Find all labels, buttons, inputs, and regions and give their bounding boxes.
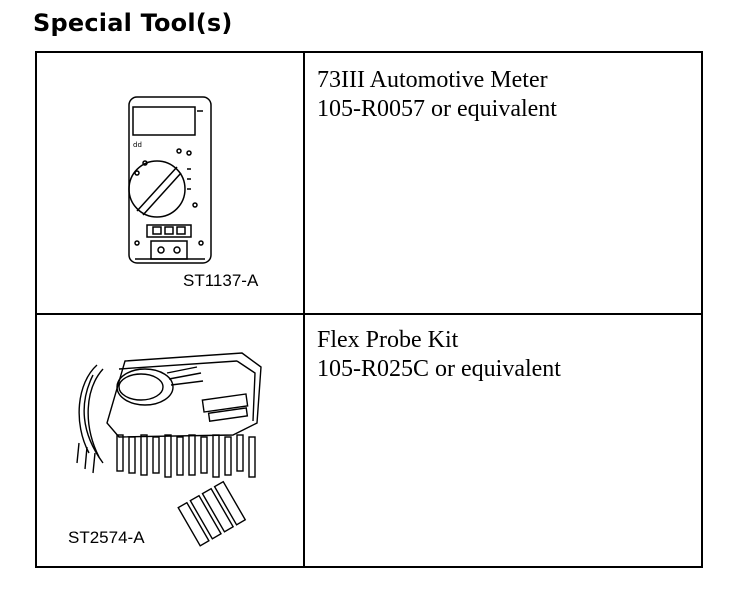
table-row: dd xyxy=(37,53,701,315)
svg-text:dd: dd xyxy=(133,141,142,149)
column-divider xyxy=(303,313,305,566)
tool-name: 73III Automotive Meter xyxy=(317,67,548,93)
probe-kit-icon xyxy=(76,352,262,547)
tool-description: 73III Automotive Meter 105-R0057 or equi… xyxy=(317,66,557,124)
tool-illustration-cell: dd xyxy=(37,53,303,313)
tool-description: Flex Probe Kit 105-R025C or equivalent xyxy=(317,326,561,384)
tool-illustration-cell: ST2574-A xyxy=(37,313,303,566)
tool-part-number: 105-R0057 or equivalent xyxy=(317,96,557,122)
figure-id: ST1137-A xyxy=(183,271,259,290)
page-title: Special Tool(s) xyxy=(33,9,233,37)
multimeter-icon: dd xyxy=(128,96,212,264)
table-row: ST2574-A Flex Probe Kit 105-R025C or equ… xyxy=(37,313,701,566)
figure-id: ST2574-A xyxy=(68,528,145,547)
special-tools-table: dd xyxy=(35,51,703,568)
tool-part-number: 105-R025C or equivalent xyxy=(317,356,561,382)
column-divider xyxy=(303,53,305,313)
tool-name: Flex Probe Kit xyxy=(317,327,459,353)
